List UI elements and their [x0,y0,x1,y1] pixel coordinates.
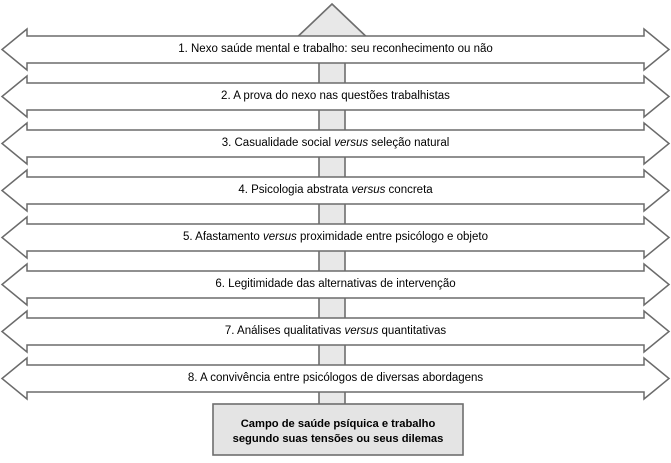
band-3-text-italic: versus [334,137,369,149]
band-label-1: 1. Nexo saúde mental e trabalho: seu rec… [0,42,671,56]
band-label-7: 7. Análises qualitativas versus quantita… [0,324,671,338]
arrow-band-7 [0,309,671,354]
band-5-text-post: proximidade entre psicólogo e objeto [296,231,488,243]
band-3-text-pre: 3. Casualidade social [221,137,335,149]
band-4-text-post: concreta [385,184,433,196]
arrow-band-4 [0,168,671,213]
band-3-text-post: seleção natural [368,137,450,149]
band-4-text-pre: 4. Psicologia abstrata [238,184,352,196]
caption-line-1: Campo de saúde psíquica e trabalho [240,418,436,430]
arrow-band-3 [0,121,671,166]
arrow-band-8 [0,356,671,401]
arrow-band-5 [0,215,671,260]
band-label-5: 5. Afastamento versus proximidade entre … [0,230,671,244]
band-4-text-italic: versus [351,184,386,196]
arrow-band-group [0,27,671,401]
vertical-arrow-shape [288,2,376,411]
band-1-text-pre: 1. Nexo saúde mental e trabalho: seu rec… [178,43,493,55]
caption-box-label: Campo de saúde psíquica e trabalho segun… [213,417,463,446]
band-8-text-pre: 8. A convivência entre psicólogos de div… [187,372,484,384]
band-5-text-pre: 5. Afastamento [183,231,263,243]
band-7-text-post: quantitativas [378,325,447,337]
arrow-band-1 [0,27,671,72]
band-label-6: 6. Legitimidade das alternativas de inte… [0,277,671,291]
band-label-3: 3. Casualidade social versus seleção nat… [0,136,671,150]
arrow-band-2 [0,74,671,119]
band-label-4: 4. Psicologia abstrata versus concreta [0,183,671,197]
caption-line-2: segundo suas tensões ou seus dilemas [232,432,444,445]
arrow-band-6 [0,262,671,307]
band-6-text-pre: 6. Legitimidade das alternativas de inte… [215,278,456,290]
vertical-up-arrow [288,2,376,411]
band-7-text-italic: versus [344,325,379,337]
band-label-8: 8. A convivência entre psicólogos de div… [0,371,671,385]
band-2-text-pre: 2. A prova do nexo nas questões trabalhi… [221,90,450,102]
caption-box [212,403,464,456]
band-7-text-pre: 7. Análises qualitativas [224,325,345,337]
band-label-2: 2. A prova do nexo nas questões trabalhi… [0,89,671,103]
band-5-text-italic: versus [262,231,297,243]
